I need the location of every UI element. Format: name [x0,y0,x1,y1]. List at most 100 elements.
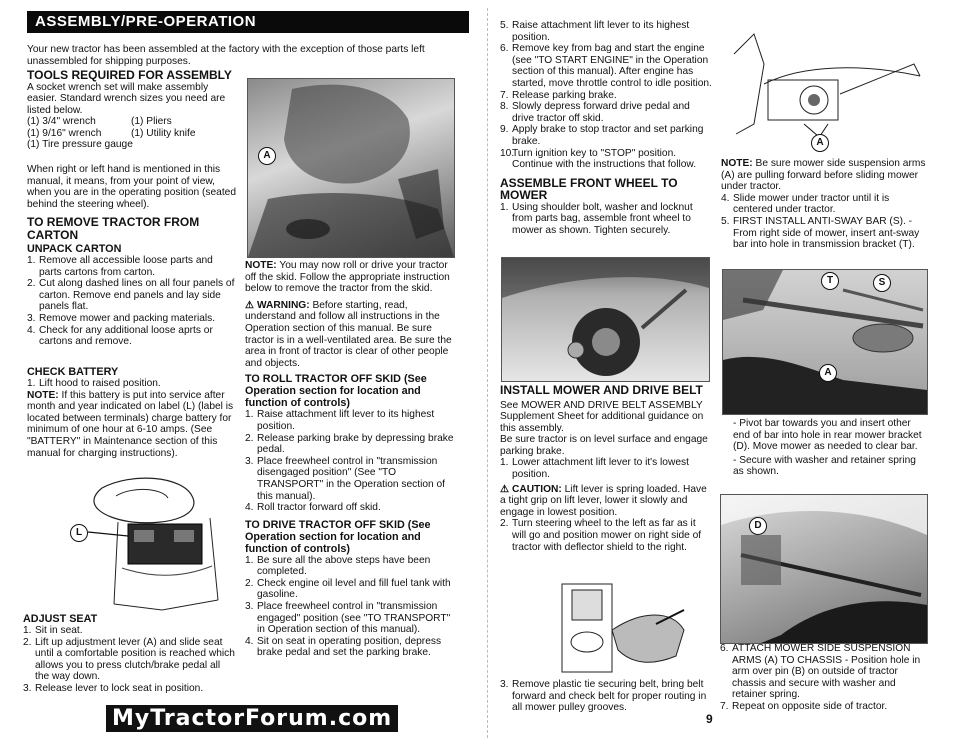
caution-label: CAUTION: [511,483,562,495]
battery-note: NOTE: If this battery is put into servic… [27,390,237,460]
note-label: NOTE: [721,158,753,169]
step-text: Lift hood to raised position. [39,378,161,389]
list-item: 10.Turn ignition key to "STOP" position.… [500,148,712,171]
left-column: TOOLS REQUIRED FOR ASSEMBLY A socket wre… [27,69,237,151]
list-item: 8.Slowly depress forward drive pedal and… [500,101,712,124]
rear-bracket-photo: D [720,494,928,644]
battery-heading: CHECK BATTERY [27,366,119,378]
install-step-2: 2.Turn steering wheel to the left as far… [500,518,710,553]
list-item: (1) Tire pressure gauge [27,139,237,151]
secure-text: - Secure with washer and retainer spring… [733,454,916,478]
battery-illustration: L [62,474,238,612]
list-item: 2.Check engine oil level and fill fuel t… [245,578,455,601]
step-number: 5. [721,215,730,227]
list-item: 2.Lift up adjustment lever (A) and slide… [23,637,237,683]
caution-body: Lift lever is spring loaded. Have a tigh… [500,483,707,518]
step-text: Remove plastic tie securing belt, bring … [512,679,707,714]
step-number: 1. [500,457,509,469]
list-item: 1.Using shoulder bolt, washer and locknu… [500,202,712,237]
step-text: Place freewheel control in "transmission… [257,455,446,502]
list-item: (1) 3/4" wrench(1) Pliers [27,116,237,128]
right-column-c: 3.Remove plastic tie securing belt, brin… [500,679,712,714]
warning-label: WARNING: [256,299,310,311]
seat-drawing [248,84,454,257]
step-text: Slowly depress forward drive pedal and d… [512,101,690,124]
step-number: 4. [245,502,254,514]
tools-list: (1) 3/4" wrench(1) Pliers (1) 9/16" wren… [27,116,237,151]
step-number: 2. [245,577,254,589]
list-item: 5.Raise attachment lift lever to its hig… [500,20,712,43]
step-text: Sit in seat. [35,625,83,636]
step-number: 6. [720,643,729,654]
unpack-steps: 1.Remove all accessible loose parts and … [27,255,237,348]
list-item: 3.Remove mower and packing materials. [27,313,237,325]
pivot-text: - Pivot bar towards you and insert other… [733,418,922,453]
drive-heading: TO DRIVE TRACTOR OFF SKID (See Operation… [245,518,431,555]
step-text: Turn ignition key to "STOP" position. Co… [512,147,697,171]
step-number: 4. [721,192,730,204]
note-text: Be sure mower side suspension arms (A) a… [721,158,926,193]
step-text: Slide mower under tractor until it is ce… [733,192,890,216]
step-number: 1. [27,255,36,266]
tool-item: (1) Utility knife [131,127,196,139]
step-text: Using shoulder bolt, washer and locknut … [512,201,693,236]
step-text: Check engine oil level and fill fuel tan… [257,577,451,601]
mower-illustration [552,580,692,676]
list-item: 3.Place freewheel control in "transmissi… [245,456,455,502]
list-item: (1) 9/16" wrench(1) Utility knife [27,128,237,140]
install-step-3: 3.Remove plastic tie securing belt, brin… [500,679,712,714]
step-number: 3. [245,455,254,467]
step-number: 3. [27,312,36,324]
adjust-steps: 1.Sit in seat.2.Lift up adjustment lever… [23,625,237,695]
step-text: Check for any additional loose aprts or … [39,324,213,348]
step-text: Be sure all the above steps have been co… [257,554,431,578]
step-text: Sit on seat in operating position, depre… [257,635,442,659]
step-number: 2. [500,518,509,530]
page-number: 9 [706,712,713,726]
right-column-d: NOTE: Be sure mower side suspension arms… [721,158,929,251]
list-item: 2.Cut along dashed lines on all four pan… [27,278,237,313]
list-item: 5.FIRST INSTALL ANTI-SWAY BAR (S). - Fro… [721,216,929,251]
tools-text: A socket wrench set will make assembly e… [27,81,226,116]
step-text: FIRST INSTALL ANTI-SWAY BAR (S). - From … [733,215,920,251]
wheel-steps: 1.Using shoulder bolt, washer and locknu… [500,202,712,237]
remove-heading: TO REMOVE TRACTOR FROM [27,215,200,229]
note-text: If this battery is put into service afte… [27,389,234,459]
list-item: 2.Release parking brake by depressing br… [245,433,455,456]
adjust-heading: ADJUST SEAT [23,613,98,625]
install-text-2: Be sure tractor is on level surface and … [500,434,708,457]
list-item: 3.Release lever to lock seat in position… [23,683,237,695]
battery-step: 1.Lift hood to raised position. [27,378,237,390]
step-text: Release lever to lock seat in position. [35,682,204,694]
callout-A: A [811,134,829,152]
battery-section: CHECK BATTERY 1.Lift hood to raised posi… [27,366,237,459]
mower-drawing [561,583,685,673]
callout-A: A [258,147,276,165]
list-item: 7.Repeat on opposite side of tractor. [720,701,930,713]
list-item: 4.Roll tractor forward off skid. [245,502,455,514]
step-number: 3. [23,682,32,694]
intro-text: Your new tractor has been assembled at t… [27,44,425,67]
step-text: Raise attachment lift lever to its highe… [512,20,690,43]
warning-icon: ⚠ [245,299,255,311]
list-item: 3.Place freewheel control in "transmissi… [245,601,455,636]
step-number: 1. [27,378,36,389]
step-number: 8. [500,101,509,113]
step-number: 4. [27,324,36,336]
tool-item: (1) Tire pressure gauge [27,139,133,151]
step-text: Raise attachment lift lever to its highe… [257,409,435,432]
step-number: 3. [245,601,254,613]
step-text: ATTACH MOWER SIDE SUSPENSION ARMS (A) TO… [732,643,921,701]
roll-steps: 1.Raise attachment lift lever to its hig… [245,409,455,513]
list-item: 1.Be sure all the above steps have been … [245,555,455,578]
steps-4-5: 4.Slide mower under tractor until it is … [721,193,929,251]
step-number: 1. [500,201,509,213]
section-banner: ASSEMBLY/PRE-OPERATION [27,11,469,33]
step-number: 1. [245,554,254,566]
adjust-section: ADJUST SEAT 1.Sit in seat.2.Lift up adju… [23,613,237,695]
step-number: 7. [500,89,509,101]
step-text: Turn steering wheel to the left as far a… [512,518,702,553]
suspension-illustration: A [724,24,924,152]
step-text: Repeat on opposite side of tractor. [732,700,888,712]
wheel-drawing [502,258,709,376]
